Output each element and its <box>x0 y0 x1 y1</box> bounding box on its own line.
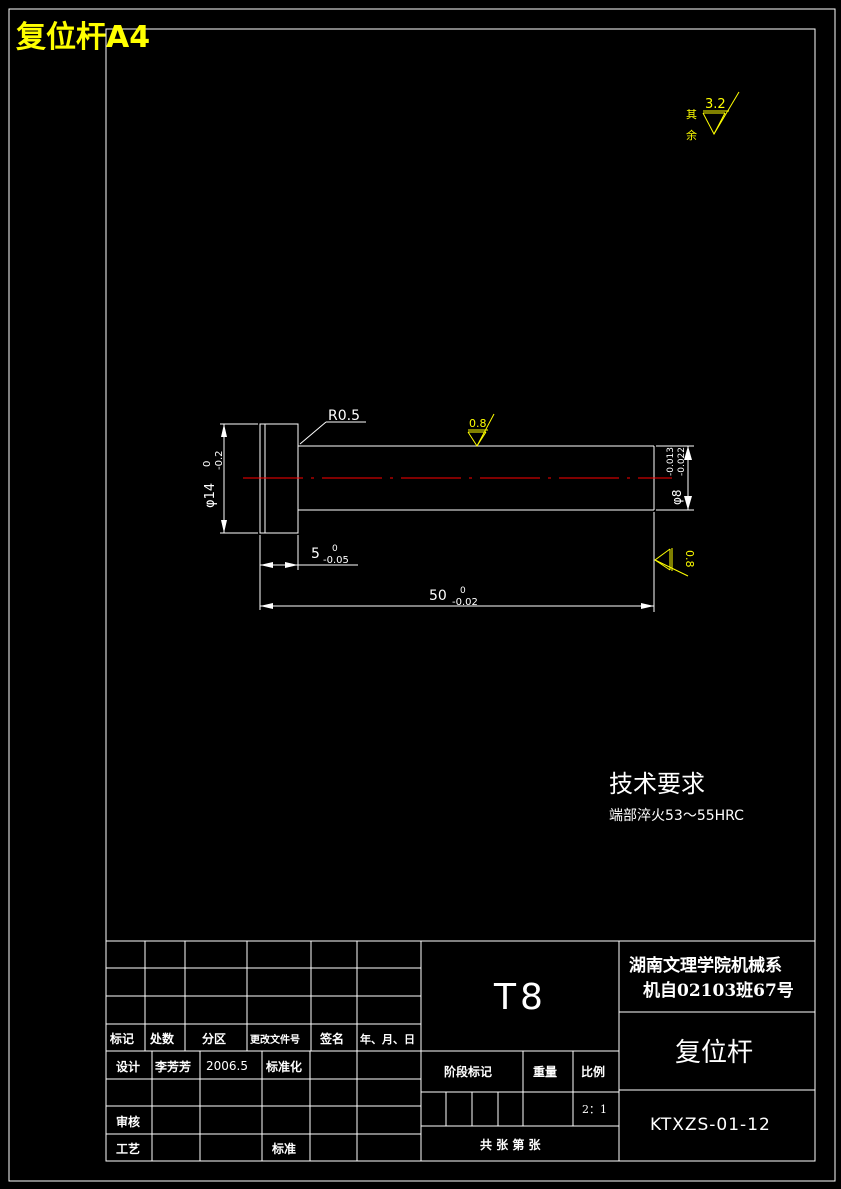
tb-material: T8 <box>493 977 547 1018</box>
tb-designer: 李芳芳 <box>154 1059 191 1074</box>
shaft-diameter-lower: -0.022 <box>677 447 687 476</box>
tb-drawing-no: KTXZS-01-12 <box>650 1115 771 1135</box>
total-length-upper: 0 <box>460 586 466 596</box>
other-label-2: 余 <box>686 128 697 142</box>
tb-part-name: 复位杆 <box>675 1038 753 1068</box>
head-length-dimension: 5 0 -0.05 <box>259 535 358 610</box>
tb-mark: 标记 <box>109 1031 134 1046</box>
end-roughness-symbol: 0.8 <box>654 548 696 577</box>
tb-review: 审核 <box>116 1114 140 1129</box>
radius-callout: R0.5 <box>299 408 366 445</box>
head-length-label: 5 <box>311 546 320 562</box>
tb-approve: 标准 <box>271 1141 296 1156</box>
tb-stage-mark: 阶段标记 <box>444 1064 492 1079</box>
total-length-lower: -0.02 <box>452 597 478 608</box>
tb-sign: 签名 <box>319 1031 344 1046</box>
tb-school-line-2: 机自02103班67号 <box>643 980 794 1001</box>
tb-design: 设计 <box>116 1059 140 1074</box>
tb-zone: 分区 <box>202 1031 226 1046</box>
shaft-roughness-symbol: 0.8 <box>467 413 495 447</box>
tb-date: 年、月、日 <box>360 1032 415 1046</box>
part-outline <box>243 423 672 534</box>
outer-frame <box>8 8 836 1182</box>
tb-scale-label: 比例 <box>581 1064 605 1079</box>
total-length-dimension: 50 0 -0.02 <box>260 512 655 612</box>
sheet-label: 复位杆A4 <box>16 20 150 55</box>
end-roughness-value: 0.8 <box>683 550 696 568</box>
shaft-diameter-label: φ8 <box>670 489 684 505</box>
total-length-label: 50 <box>429 588 447 604</box>
head-length-lower: -0.05 <box>323 555 349 566</box>
tb-standardize: 标准化 <box>265 1059 302 1074</box>
other-label-1: 其 <box>686 108 697 121</box>
tb-scale-value: 2：1 <box>582 1103 607 1116</box>
tb-sheets: 共 张 第 张 <box>480 1137 542 1152</box>
tb-change-no: 更改文件号 <box>250 1033 300 1046</box>
title-block: 标记 处数 分区 更改文件号 签名 年、月、日 设计 李芳芳 2006.5 标准… <box>106 940 815 1161</box>
head-diameter-lower: -0.2 <box>214 450 225 470</box>
default-roughness-value: 3.2 <box>705 97 726 112</box>
tb-design-date: 2006.5 <box>206 1059 248 1073</box>
default-roughness-symbol: 其 余 3.2 <box>686 91 740 142</box>
tech-line-1: 端部淬火53～55HRC <box>609 808 744 824</box>
tech-title: 技术要求 <box>609 770 705 798</box>
head-diameter-upper: 0 <box>202 461 213 467</box>
tb-process: 工艺 <box>116 1141 140 1156</box>
head-length-upper: 0 <box>332 544 338 554</box>
head-diameter-dimension: φ14 0 -0.2 <box>202 423 258 534</box>
tb-weight: 重量 <box>533 1064 557 1079</box>
shaft-diameter-upper: -0.013 <box>666 447 676 476</box>
shaft-diameter-dimension: φ8 -0.013 -0.022 <box>656 445 694 511</box>
shaft-roughness-value: 0.8 <box>469 417 487 430</box>
head-diameter-label: φ14 <box>203 483 218 508</box>
tb-school-line-1: 湖南文理学院机械系 <box>629 955 782 976</box>
inner-border <box>105 28 816 1162</box>
tb-count: 处数 <box>149 1031 175 1046</box>
radius-label: R0.5 <box>328 408 360 424</box>
